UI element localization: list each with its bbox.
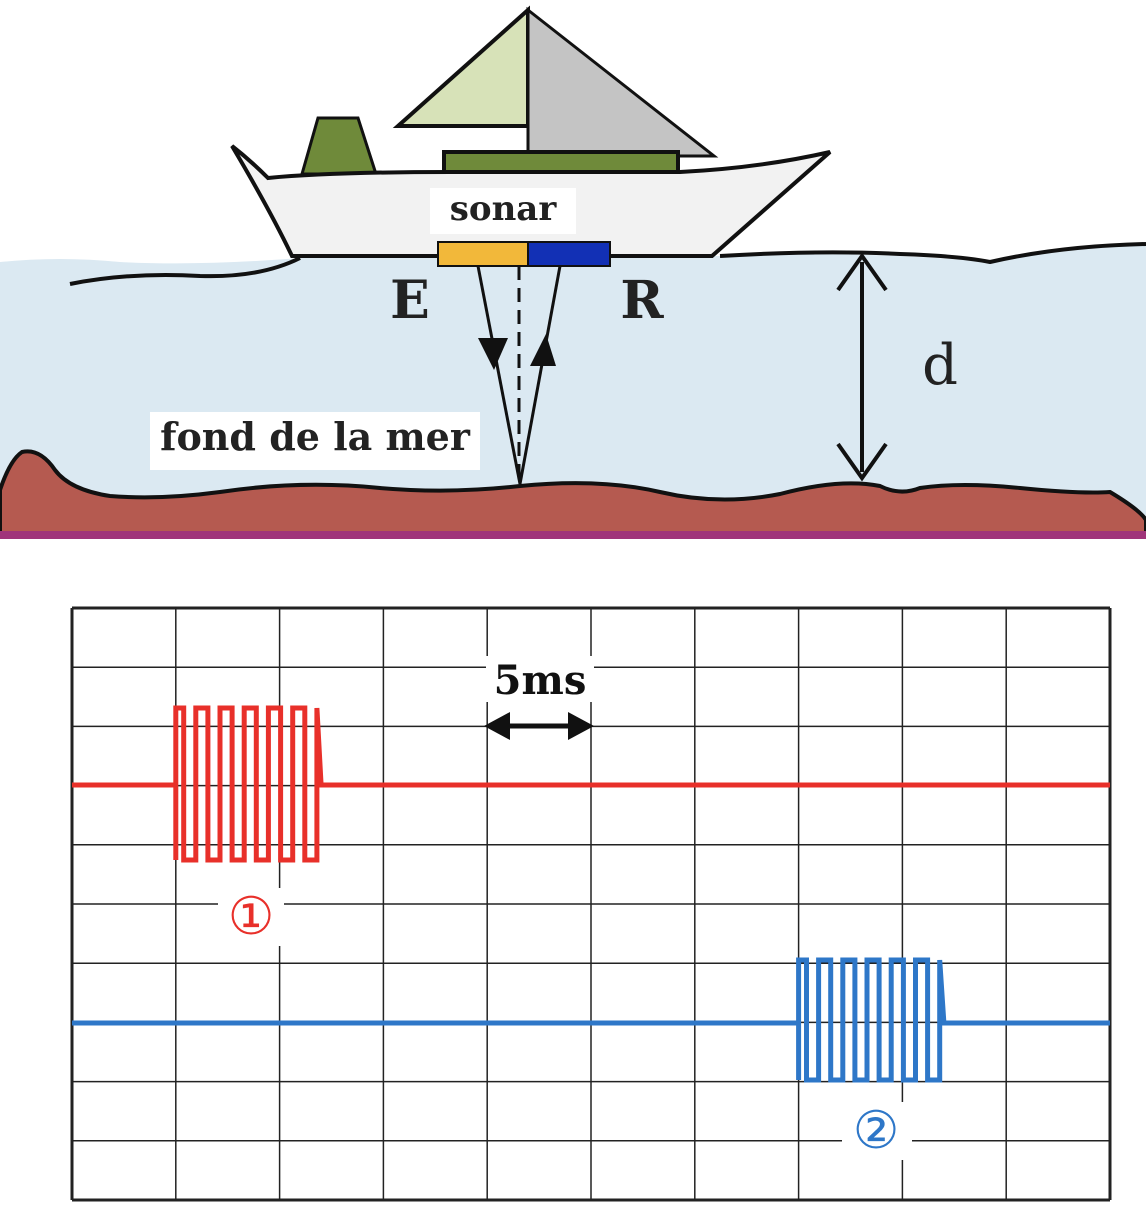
seabed-baseline bbox=[0, 531, 1146, 539]
scale-label-box bbox=[486, 656, 594, 702]
signal-2-trace bbox=[72, 957, 1110, 1083]
signal-1-marker-box bbox=[218, 888, 284, 946]
seabed-label: fond de la mer bbox=[160, 414, 471, 459]
sea-water bbox=[0, 244, 1146, 520]
sonar-label: sonar bbox=[450, 189, 558, 229]
sonar-rays bbox=[476, 265, 562, 485]
sonar-label-box bbox=[430, 188, 576, 234]
emitted-ray bbox=[476, 265, 522, 485]
signal-1-trace bbox=[72, 705, 1110, 863]
emitter-transducer bbox=[437, 241, 529, 267]
seabed bbox=[0, 449, 1146, 536]
scale-double-arrow bbox=[484, 712, 594, 740]
sea-surface-line-right bbox=[719, 242, 1146, 265]
receiver-label: R bbox=[620, 270, 664, 331]
boat: sonar bbox=[230, 5, 832, 267]
boat-chimney bbox=[300, 116, 379, 176]
signal-2-marker: ② bbox=[853, 1101, 900, 1161]
signal-2-marker-box bbox=[842, 1102, 912, 1160]
receiver-transducer bbox=[527, 241, 611, 267]
seabed-label-box bbox=[150, 412, 480, 470]
oscillogram: 5ms ① ② bbox=[70, 606, 1112, 1202]
up-arrow-icon bbox=[530, 334, 556, 366]
sonar-scene: sonar E R d fond de la mer bbox=[0, 5, 1146, 539]
reflected-ray bbox=[518, 265, 562, 485]
emitter-label: E bbox=[390, 270, 430, 331]
signal-1-marker: ① bbox=[228, 887, 275, 947]
right-sail bbox=[526, 6, 719, 158]
down-arrow-icon bbox=[478, 338, 508, 370]
sea-surface-line bbox=[69, 256, 301, 286]
scale-label: 5ms bbox=[494, 657, 587, 704]
depth-label: d bbox=[922, 333, 958, 398]
depth-arrow bbox=[836, 252, 888, 482]
left-sail bbox=[392, 5, 530, 128]
